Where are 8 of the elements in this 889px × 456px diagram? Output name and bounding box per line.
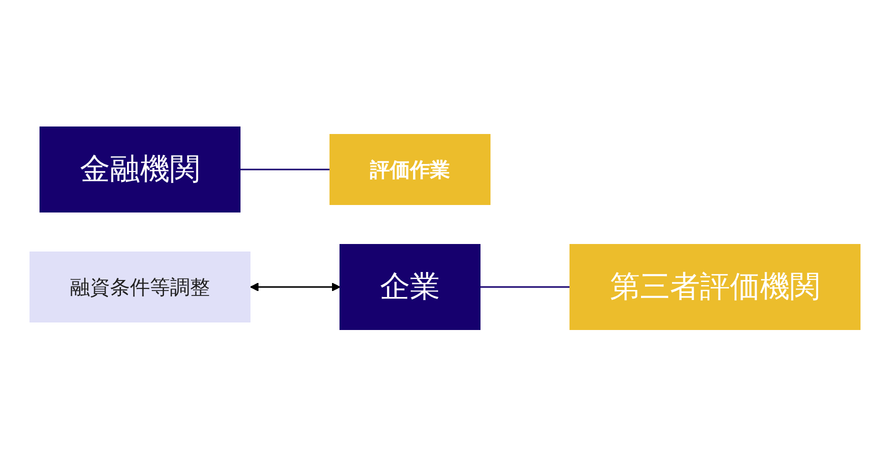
node-box: 第三者評価機関	[569, 244, 860, 330]
connector	[480, 286, 570, 288]
node-box: 融資条件等調整	[29, 251, 250, 322]
connector	[240, 168, 330, 170]
node-box: 企業	[339, 244, 480, 330]
arrow	[250, 282, 340, 292]
node-box: 評価作業	[329, 134, 490, 205]
node-box: 金融機関	[39, 126, 240, 212]
